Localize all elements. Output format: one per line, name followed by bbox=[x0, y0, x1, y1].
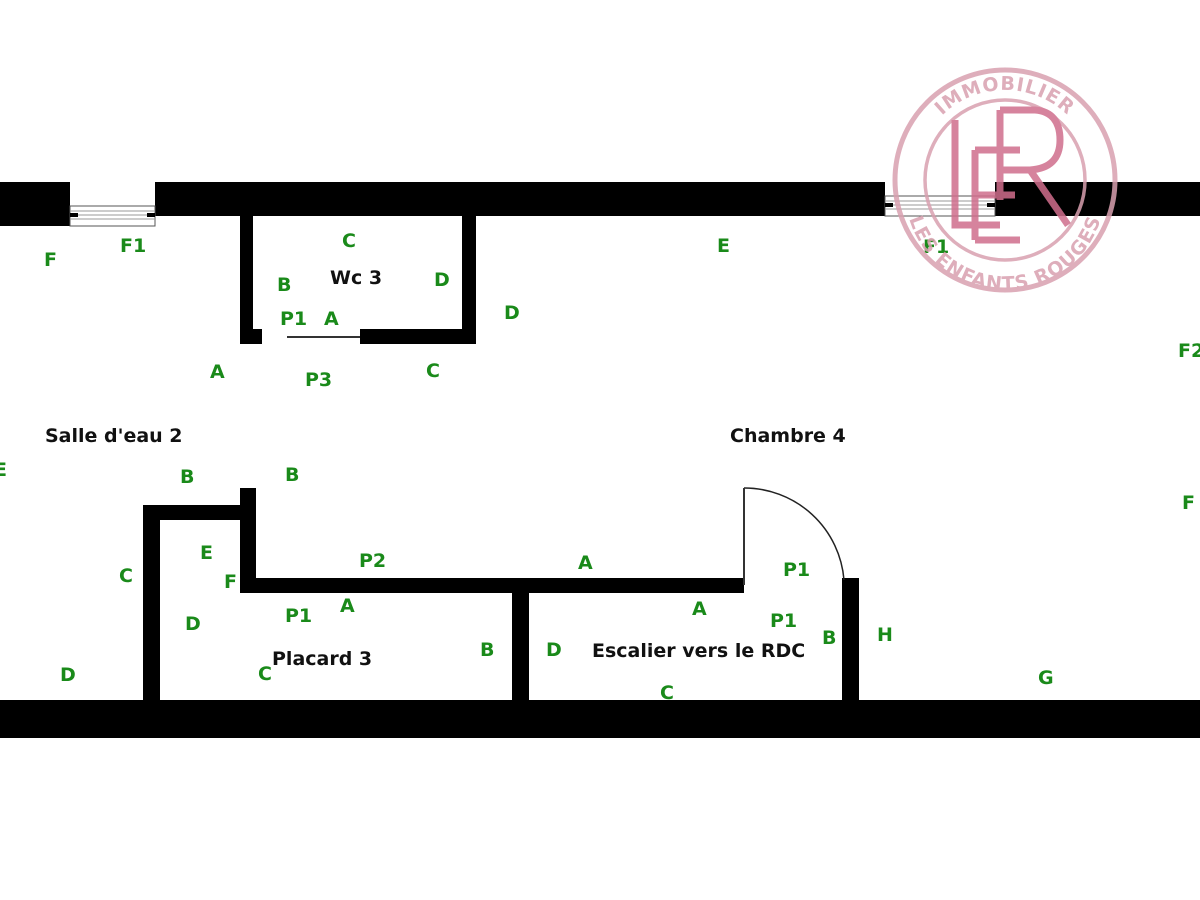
window-sill-right bbox=[987, 203, 995, 207]
wc-left-wall bbox=[240, 214, 253, 344]
doors bbox=[287, 336, 845, 585]
wall-tag: E bbox=[717, 235, 730, 257]
logo-inner-ring bbox=[923, 98, 1087, 262]
room-label-escalier: Escalier vers le RDC bbox=[592, 640, 805, 662]
wall-tag: D bbox=[504, 302, 520, 324]
wall-tag: E bbox=[0, 459, 7, 481]
wall-tag: C bbox=[258, 663, 272, 685]
wall-tag: A bbox=[340, 595, 355, 617]
wall-tag: F bbox=[1182, 492, 1195, 514]
wall-tag: P2 bbox=[359, 550, 386, 572]
room-label-wc: Wc 3 bbox=[330, 267, 382, 289]
wall-tag: D bbox=[185, 613, 201, 635]
wc-door-jamb bbox=[240, 329, 262, 344]
wall-tag: D bbox=[60, 664, 76, 686]
room-labels: Salle d'eau 2 Wc 3 Chambre 4 Placard 3 E… bbox=[45, 267, 846, 670]
wall-tag: B bbox=[285, 464, 299, 486]
wall-tag: C bbox=[660, 682, 674, 704]
logo-monogram bbox=[951, 106, 1071, 244]
wall-tag: P1 bbox=[770, 610, 797, 632]
wall-tag: P1 bbox=[783, 559, 810, 581]
wall-tag: H bbox=[877, 624, 893, 646]
wall-tag: P1 bbox=[280, 308, 307, 330]
wall-tag: A bbox=[578, 552, 593, 574]
top-wall-middle-segment bbox=[155, 182, 885, 216]
wall-tag: E bbox=[200, 542, 213, 564]
wall-tag: A bbox=[210, 361, 225, 383]
wall-tag: B bbox=[180, 466, 194, 488]
wall-tag: A bbox=[692, 598, 707, 620]
placard-top-wall bbox=[143, 505, 255, 520]
wall-tag: D bbox=[434, 269, 450, 291]
wall-tag: D bbox=[546, 639, 562, 661]
top-wall-left-segment bbox=[0, 182, 70, 226]
wall-tag: F1 bbox=[923, 236, 949, 258]
room-label-chambre: Chambre 4 bbox=[730, 425, 846, 447]
escalier-right-wall bbox=[842, 578, 859, 705]
wall-tags: F F1 E C B D P1 A D A P3 C E F1 F2 B B F… bbox=[0, 230, 1200, 704]
wc-bottom-wall bbox=[360, 329, 476, 344]
escalier-door-swing bbox=[743, 487, 845, 581]
wall-tag: F2 bbox=[1178, 340, 1200, 362]
windows bbox=[69, 195, 996, 227]
wc-right-wall bbox=[462, 214, 476, 344]
window-sill-left bbox=[885, 203, 893, 207]
window-sill-left bbox=[70, 213, 78, 217]
wall-tag: B bbox=[822, 627, 836, 649]
top-wall-right-segment bbox=[995, 182, 1200, 216]
wall-tag: F bbox=[44, 249, 57, 271]
wall-tag: F bbox=[224, 571, 237, 593]
placard-right-wall bbox=[512, 578, 529, 705]
walls bbox=[0, 182, 1200, 738]
room-label-placard: Placard 3 bbox=[272, 648, 372, 670]
wall-tag: C bbox=[426, 360, 440, 382]
bottom-wall bbox=[0, 700, 1200, 738]
window-frame bbox=[69, 205, 156, 227]
wall-tag: C bbox=[119, 565, 133, 587]
wall-tag: B bbox=[277, 274, 291, 296]
logo-outer-ring bbox=[892, 67, 1118, 293]
wall-tag: B bbox=[480, 639, 494, 661]
wall-tag: P3 bbox=[305, 369, 332, 391]
room-label-salle-deau: Salle d'eau 2 bbox=[45, 425, 183, 447]
placard-left-wall bbox=[143, 505, 160, 705]
placard-inner-wall bbox=[240, 488, 256, 593]
logo-bottom-text: LES ENFANTS ROUGES bbox=[904, 213, 1105, 296]
window-sill-right bbox=[147, 213, 155, 217]
wall-tag: G bbox=[1038, 667, 1054, 689]
corridor-bottom-wall bbox=[240, 578, 744, 593]
window-salle-deau bbox=[69, 205, 156, 227]
wall-tag: P1 bbox=[285, 605, 312, 627]
wall-tag: A bbox=[324, 308, 339, 330]
wall-tag: F1 bbox=[120, 235, 146, 257]
wall-tag: C bbox=[342, 230, 356, 252]
